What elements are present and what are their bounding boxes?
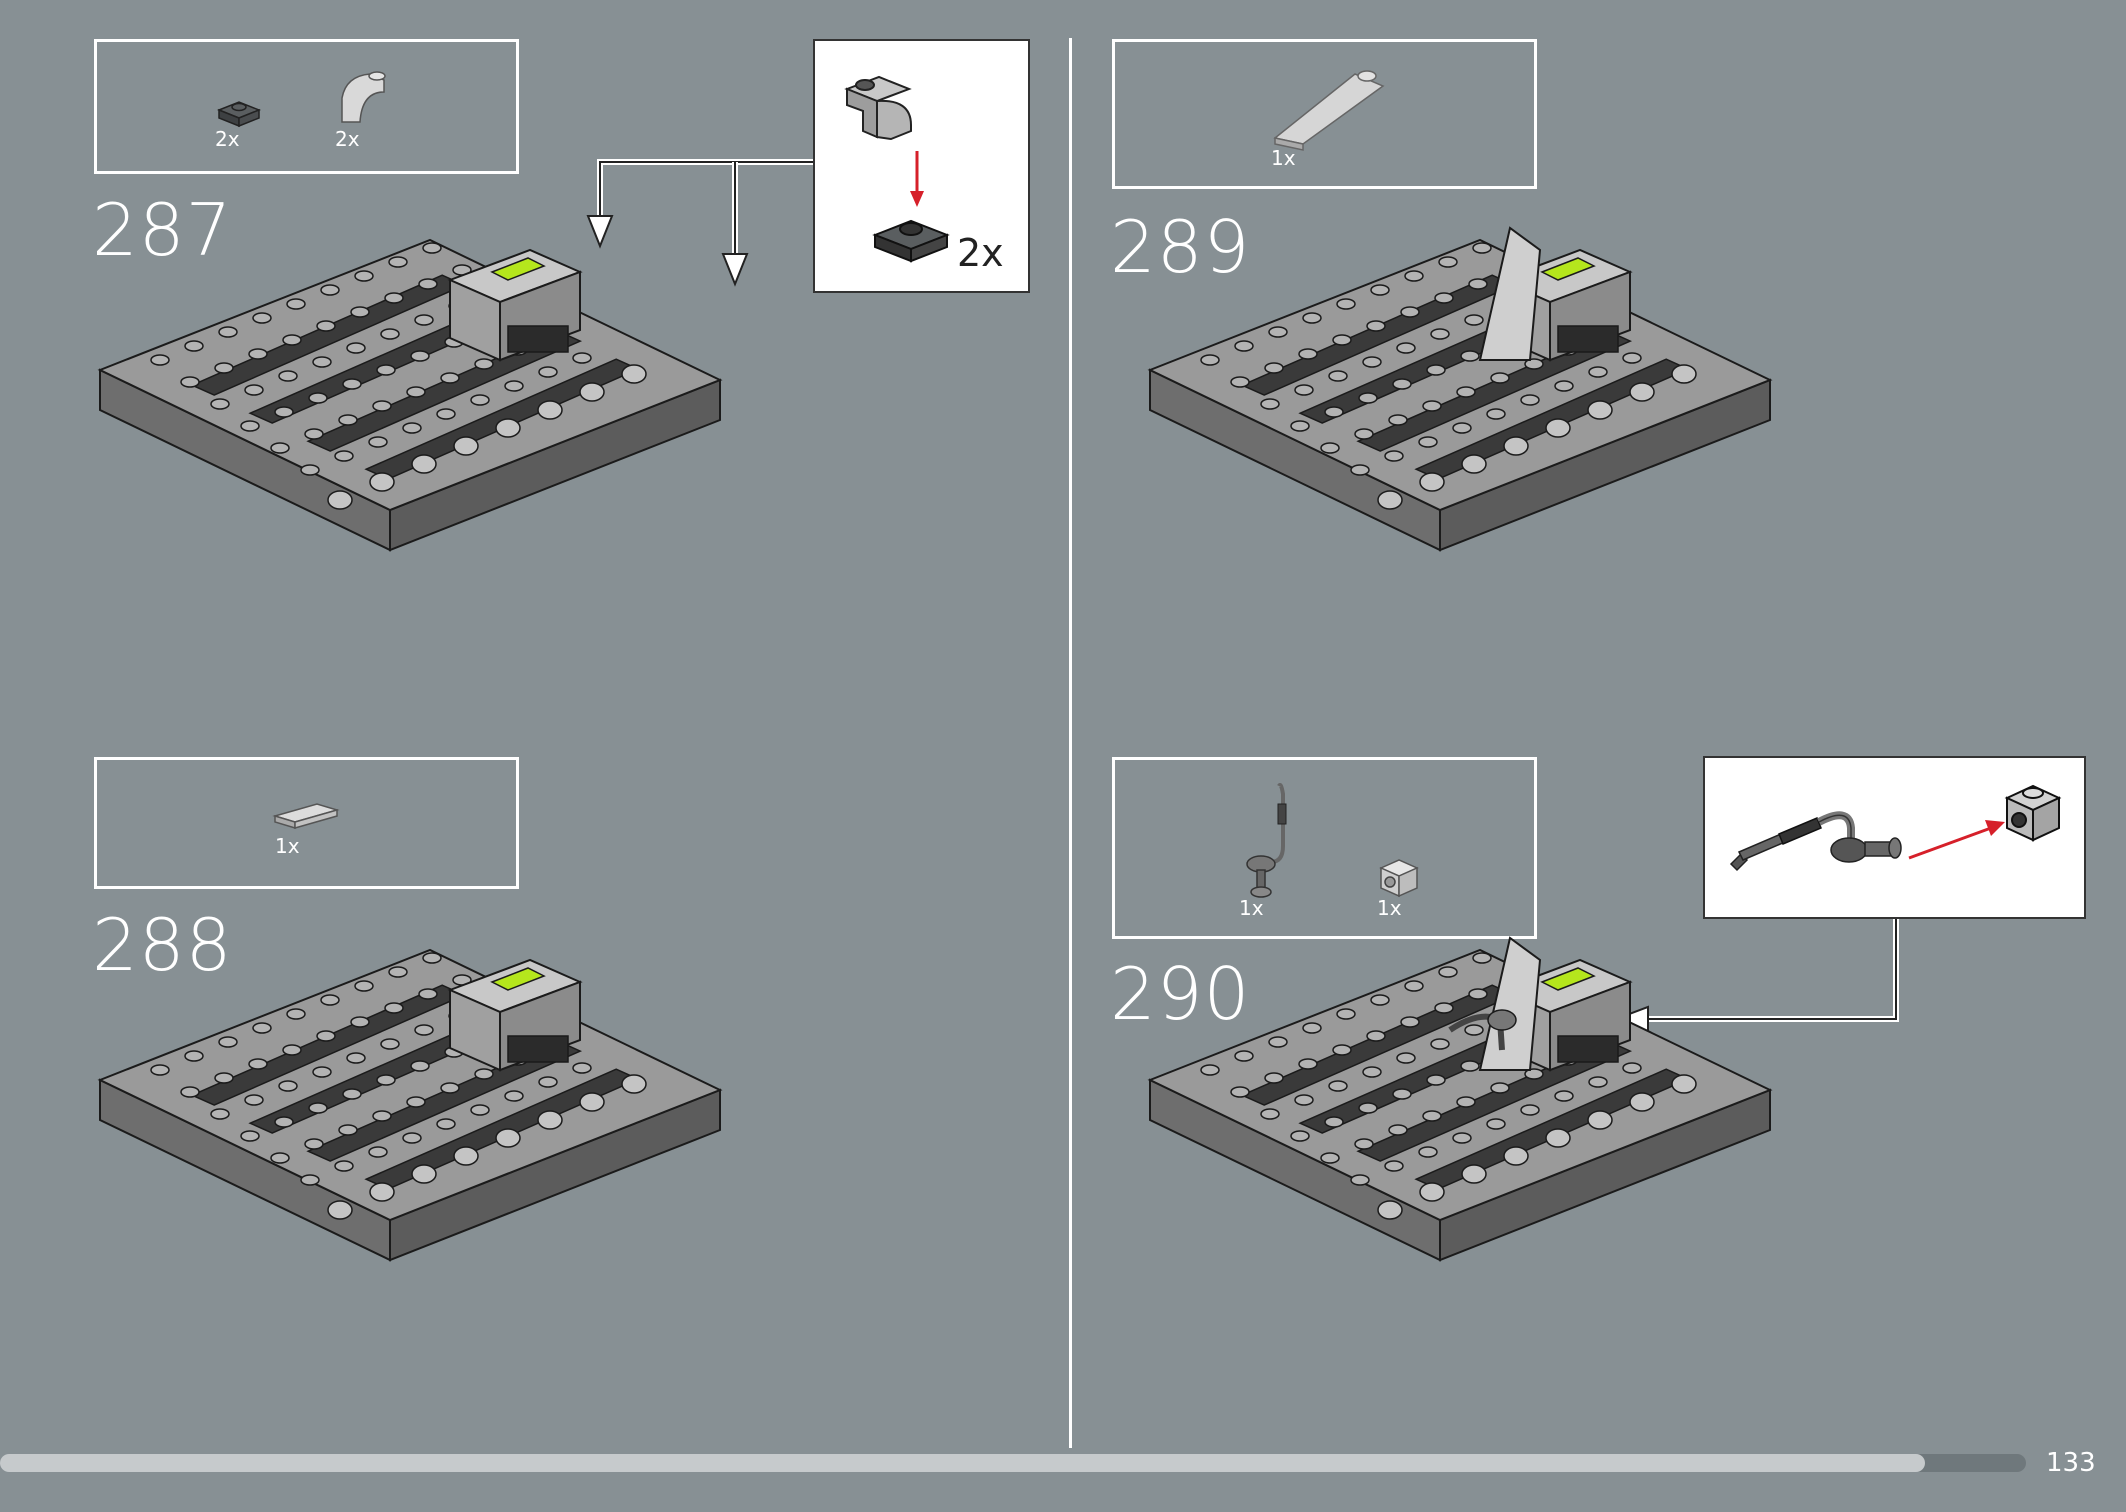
parts-box-step-290: 1x 1x <box>1112 757 1537 939</box>
build-model-step-289 <box>1147 226 1773 552</box>
step-number: 287 <box>92 188 233 272</box>
page-divider <box>1069 38 1072 1448</box>
wedge-slope <box>1478 226 1542 361</box>
brick-1x1-stud-icon <box>1379 859 1419 898</box>
brick-1x1-stud-icon <box>2004 784 2062 842</box>
plate-1x1-dark-icon <box>216 101 262 128</box>
parts-box-step-289: 1x <box>1112 39 1537 189</box>
tile-1x2-icon <box>272 803 340 830</box>
red-arrow-icon <box>910 151 924 207</box>
wedge-slope <box>1478 936 1542 1071</box>
build-model-step-288 <box>97 948 723 1262</box>
callout-step-290 <box>1703 756 2086 919</box>
build-model-step-287 <box>97 238 723 552</box>
curved-slope-icon <box>844 75 912 141</box>
lime-tile <box>1540 967 1596 991</box>
build-model-step-290 <box>1147 936 1773 1262</box>
red-arrow-icon <box>1908 820 2005 860</box>
wedge-slope-icon <box>1273 70 1385 151</box>
callout-connector-arrow <box>1613 919 1899 1033</box>
step-number: 289 <box>1110 205 1251 289</box>
lime-tile <box>490 257 546 281</box>
plate-1x1-dark-icon <box>872 219 950 263</box>
part-qty: 1x <box>1377 896 1402 920</box>
lime-tile <box>490 967 546 991</box>
step-number: 290 <box>1110 952 1251 1036</box>
part-qty: 1x <box>275 834 300 858</box>
hose-nozzle-icon <box>1246 783 1287 898</box>
callout-connector-arrows <box>586 159 813 287</box>
parts-box-step-288: 1x <box>94 757 519 889</box>
page-number: 133 <box>2046 1448 2096 1478</box>
curved-slope-icon <box>341 71 386 123</box>
parts-box-step-287: 2x 2x <box>94 39 519 174</box>
progress-fill <box>0 1454 1925 1472</box>
step-number: 288 <box>92 903 233 987</box>
callout-step-287: 2x <box>813 39 1030 293</box>
callout-qty: 2x <box>957 231 1004 275</box>
part-qty: 2x <box>335 127 360 151</box>
part-qty: 1x <box>1271 146 1296 170</box>
progress-bar <box>0 1454 2026 1472</box>
lime-tile <box>1540 257 1596 281</box>
hose-nozzle-icon <box>1729 811 1902 872</box>
part-qty: 2x <box>215 127 240 151</box>
part-qty: 1x <box>1239 896 1264 920</box>
